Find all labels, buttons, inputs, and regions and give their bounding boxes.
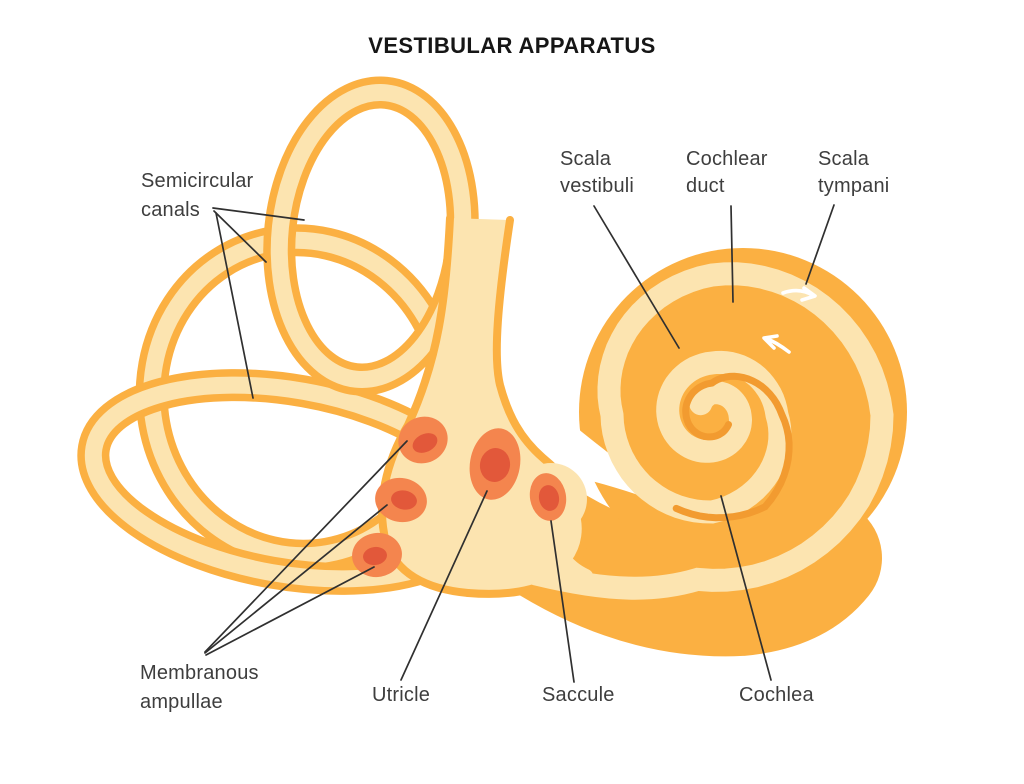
label-scala-vestibuli-line2: vestibuli	[560, 175, 635, 197]
leader-semicircular-posterior	[215, 212, 254, 399]
ampulla-lateral-crista	[391, 490, 417, 510]
label-membranous-ampullae-line2: ampullae	[140, 691, 223, 713]
page-title: VESTIBULAR APPARATUS	[368, 33, 656, 58]
ampulla-superior-crista	[412, 433, 438, 453]
label-cochlear-duct-line2: duct	[686, 175, 725, 197]
basilar-spiral-line	[672, 372, 793, 522]
leader-cochlea	[720, 495, 772, 681]
cochlear-duct-band	[524, 262, 894, 600]
label-membranous-ampullae: Membranous ampullae	[140, 659, 259, 717]
leader-scala-tympani	[805, 204, 835, 285]
flow-arrow-clockwise-icon	[781, 286, 817, 302]
label-semicircular-canals-line2: canals	[141, 199, 201, 221]
leader-scala-vestibuli	[593, 205, 680, 349]
leader-ampulla-superior	[204, 440, 408, 653]
label-semicircular-canals-line1: Semicircular	[141, 170, 254, 192]
label-membranous-ampullae-line1: Membranous	[140, 662, 259, 684]
ampulla-posterior-crista	[363, 546, 387, 566]
leader-ampulla-lateral	[204, 504, 388, 654]
leader-semicircular-anterior	[212, 207, 305, 221]
label-utricle: Utricle	[372, 684, 431, 706]
label-cochlear-duct-line1: Cochlear	[686, 148, 768, 170]
leader-saccule	[550, 520, 575, 683]
leader-semicircular-lateral	[213, 210, 267, 263]
label-scala-vestibuli-line1: Scala	[560, 148, 612, 170]
leader-lines	[204, 204, 835, 683]
leader-utricle	[400, 490, 488, 681]
label-scala-tympani-line1: Scala	[818, 148, 870, 170]
utricle-macula	[479, 448, 511, 482]
leader-cochlear-duct	[730, 205, 734, 303]
label-semicircular-canals: Semicircular canals	[141, 167, 253, 225]
membranous-ampullae-group	[352, 416, 448, 578]
label-scala-tympani: Scala tympani	[818, 146, 889, 200]
label-cochlea: Cochlea	[739, 684, 814, 706]
label-scala-vestibuli: Scala vestibuli	[560, 146, 634, 200]
leader-ampulla-posterior	[205, 566, 375, 656]
saccule-macula	[538, 485, 560, 511]
flow-arrow-counterclockwise-icon	[762, 334, 791, 354]
label-scala-tympani-line2: tympani	[818, 175, 890, 197]
vestibule-border-left	[378, 214, 472, 597]
label-cochlear-duct: Cochlear duct	[686, 146, 768, 200]
label-saccule: Saccule	[542, 684, 615, 706]
